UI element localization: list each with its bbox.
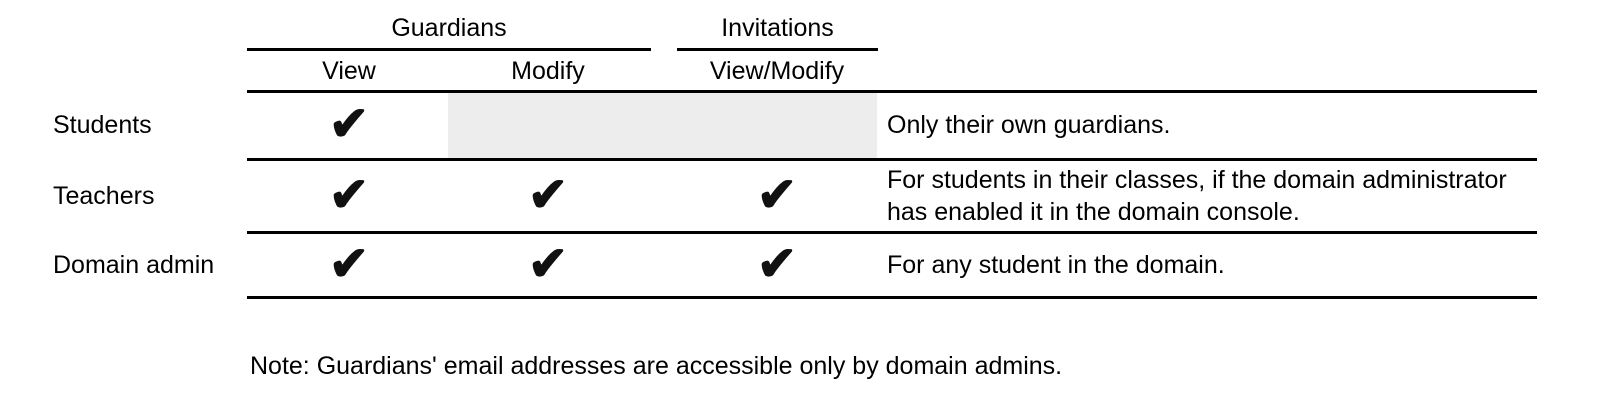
check-icon: ✔ (756, 169, 798, 222)
invitations-underline (677, 48, 878, 51)
row-note-students: Only their own guardians. (887, 111, 1171, 139)
check-icon: ✔ (328, 169, 370, 222)
check-icon: ✔ (328, 238, 370, 291)
check-icon: ✔ (527, 169, 569, 222)
students-disabled-cells (448, 93, 877, 158)
check-icon: ✔ (527, 238, 569, 291)
row-divider (247, 231, 1537, 234)
column-group-invitations: Invitations (721, 14, 834, 42)
table-bottom-border (247, 296, 1537, 299)
row-note-teachers: For students in their classes, if the do… (887, 166, 1507, 226)
header-divider (247, 90, 1537, 93)
guardians-underline (247, 48, 651, 51)
row-divider (247, 158, 1537, 161)
column-group-guardians: Guardians (391, 14, 507, 42)
check-icon: ✔ (756, 238, 798, 291)
row-label-students: Students (53, 111, 152, 139)
row-label-teachers: Teachers (53, 182, 155, 210)
column-header-view: View (322, 57, 376, 85)
footnote: Note: Guardians' email addresses are acc… (250, 352, 1063, 380)
column-header-modify: Modify (511, 57, 585, 85)
column-header-view-modify: View/Modify (709, 57, 845, 85)
row-note-domain-admin: For any student in the domain. (887, 251, 1225, 279)
check-icon: ✔ (328, 98, 370, 151)
row-label-domain-admin: Domain admin (53, 251, 215, 279)
